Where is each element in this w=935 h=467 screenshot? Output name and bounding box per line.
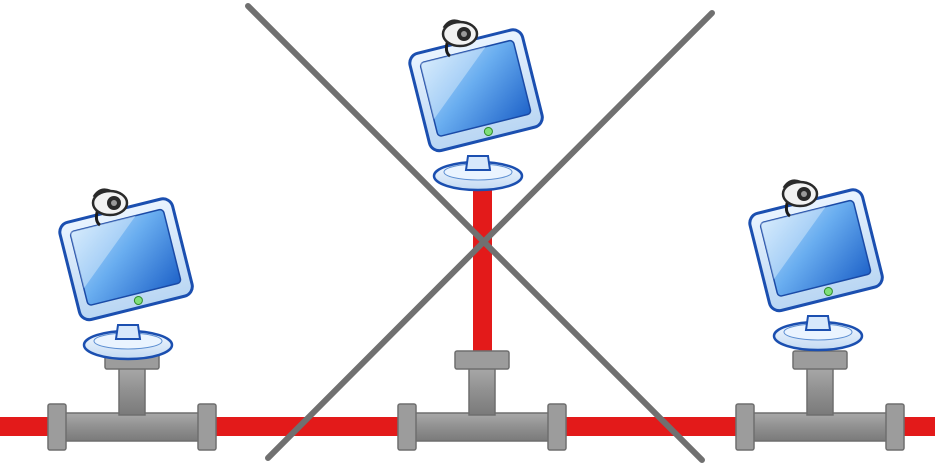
drop-cable-middle <box>473 184 492 354</box>
tee-connector-middle <box>398 351 566 450</box>
tee-connector-right <box>736 351 904 450</box>
computer-middle-icon <box>408 21 545 190</box>
tee-connector-left <box>48 351 216 450</box>
computer-left-icon <box>58 190 195 359</box>
computer-right-icon <box>748 181 885 350</box>
